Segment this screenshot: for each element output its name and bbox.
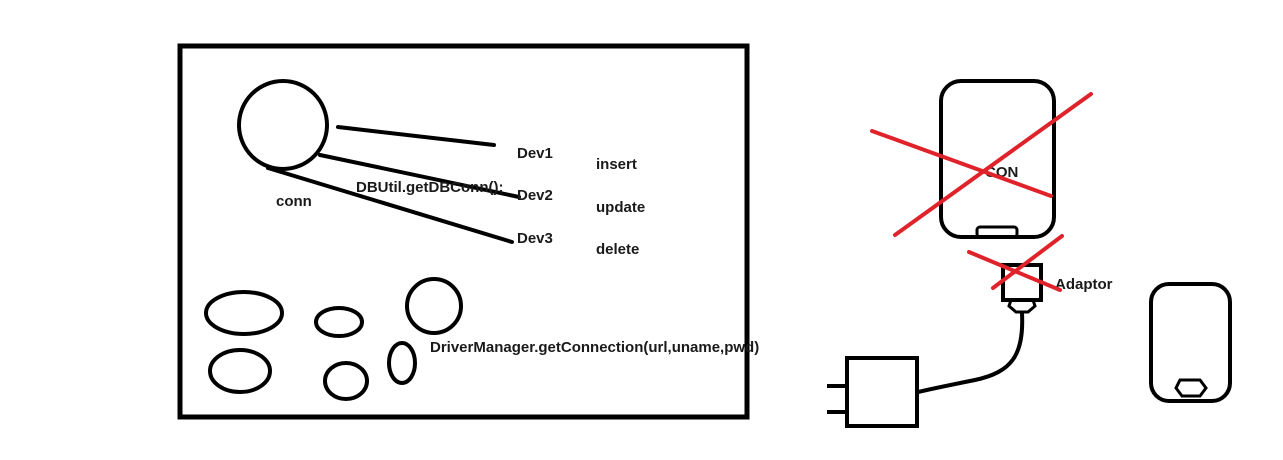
connection-pool-box [177, 43, 750, 420]
link-dev3 [266, 166, 514, 244]
link-dev2 [318, 153, 521, 199]
charger-plug [845, 356, 919, 428]
pool-connection-2 [314, 306, 364, 338]
dev2-label: Dev2 [517, 187, 553, 204]
update-label: update [596, 199, 645, 216]
link-dev1 [336, 125, 496, 147]
phone-2-port [1174, 378, 1208, 398]
insert-label: insert [596, 156, 637, 173]
phone-port [975, 225, 1019, 239]
delete-label: delete [596, 241, 639, 258]
conn-label: conn [276, 193, 312, 210]
adaptor-label: Adaptor [1055, 276, 1113, 293]
dbutil-call-label: DBUtil.getDBConn(); [356, 179, 503, 196]
adaptor-connector [1007, 298, 1037, 314]
adaptor-cross-mark [967, 234, 1064, 292]
dev1-label: Dev1 [517, 145, 553, 162]
pool-connection-5 [323, 361, 369, 401]
phone-cross-mark [870, 92, 1093, 237]
dev3-label: Dev3 [517, 230, 553, 247]
pool-connection-1 [204, 290, 284, 336]
charger-cable [916, 311, 1025, 394]
phone-2-body [1149, 282, 1232, 403]
pool-connection-4 [208, 348, 272, 394]
pool-connection-3 [405, 277, 463, 335]
connection-circle [237, 79, 329, 171]
driver-manager-call-label: DriverManager.getConnection(url,uname,pw… [430, 339, 759, 356]
pool-connection-6 [387, 341, 417, 385]
